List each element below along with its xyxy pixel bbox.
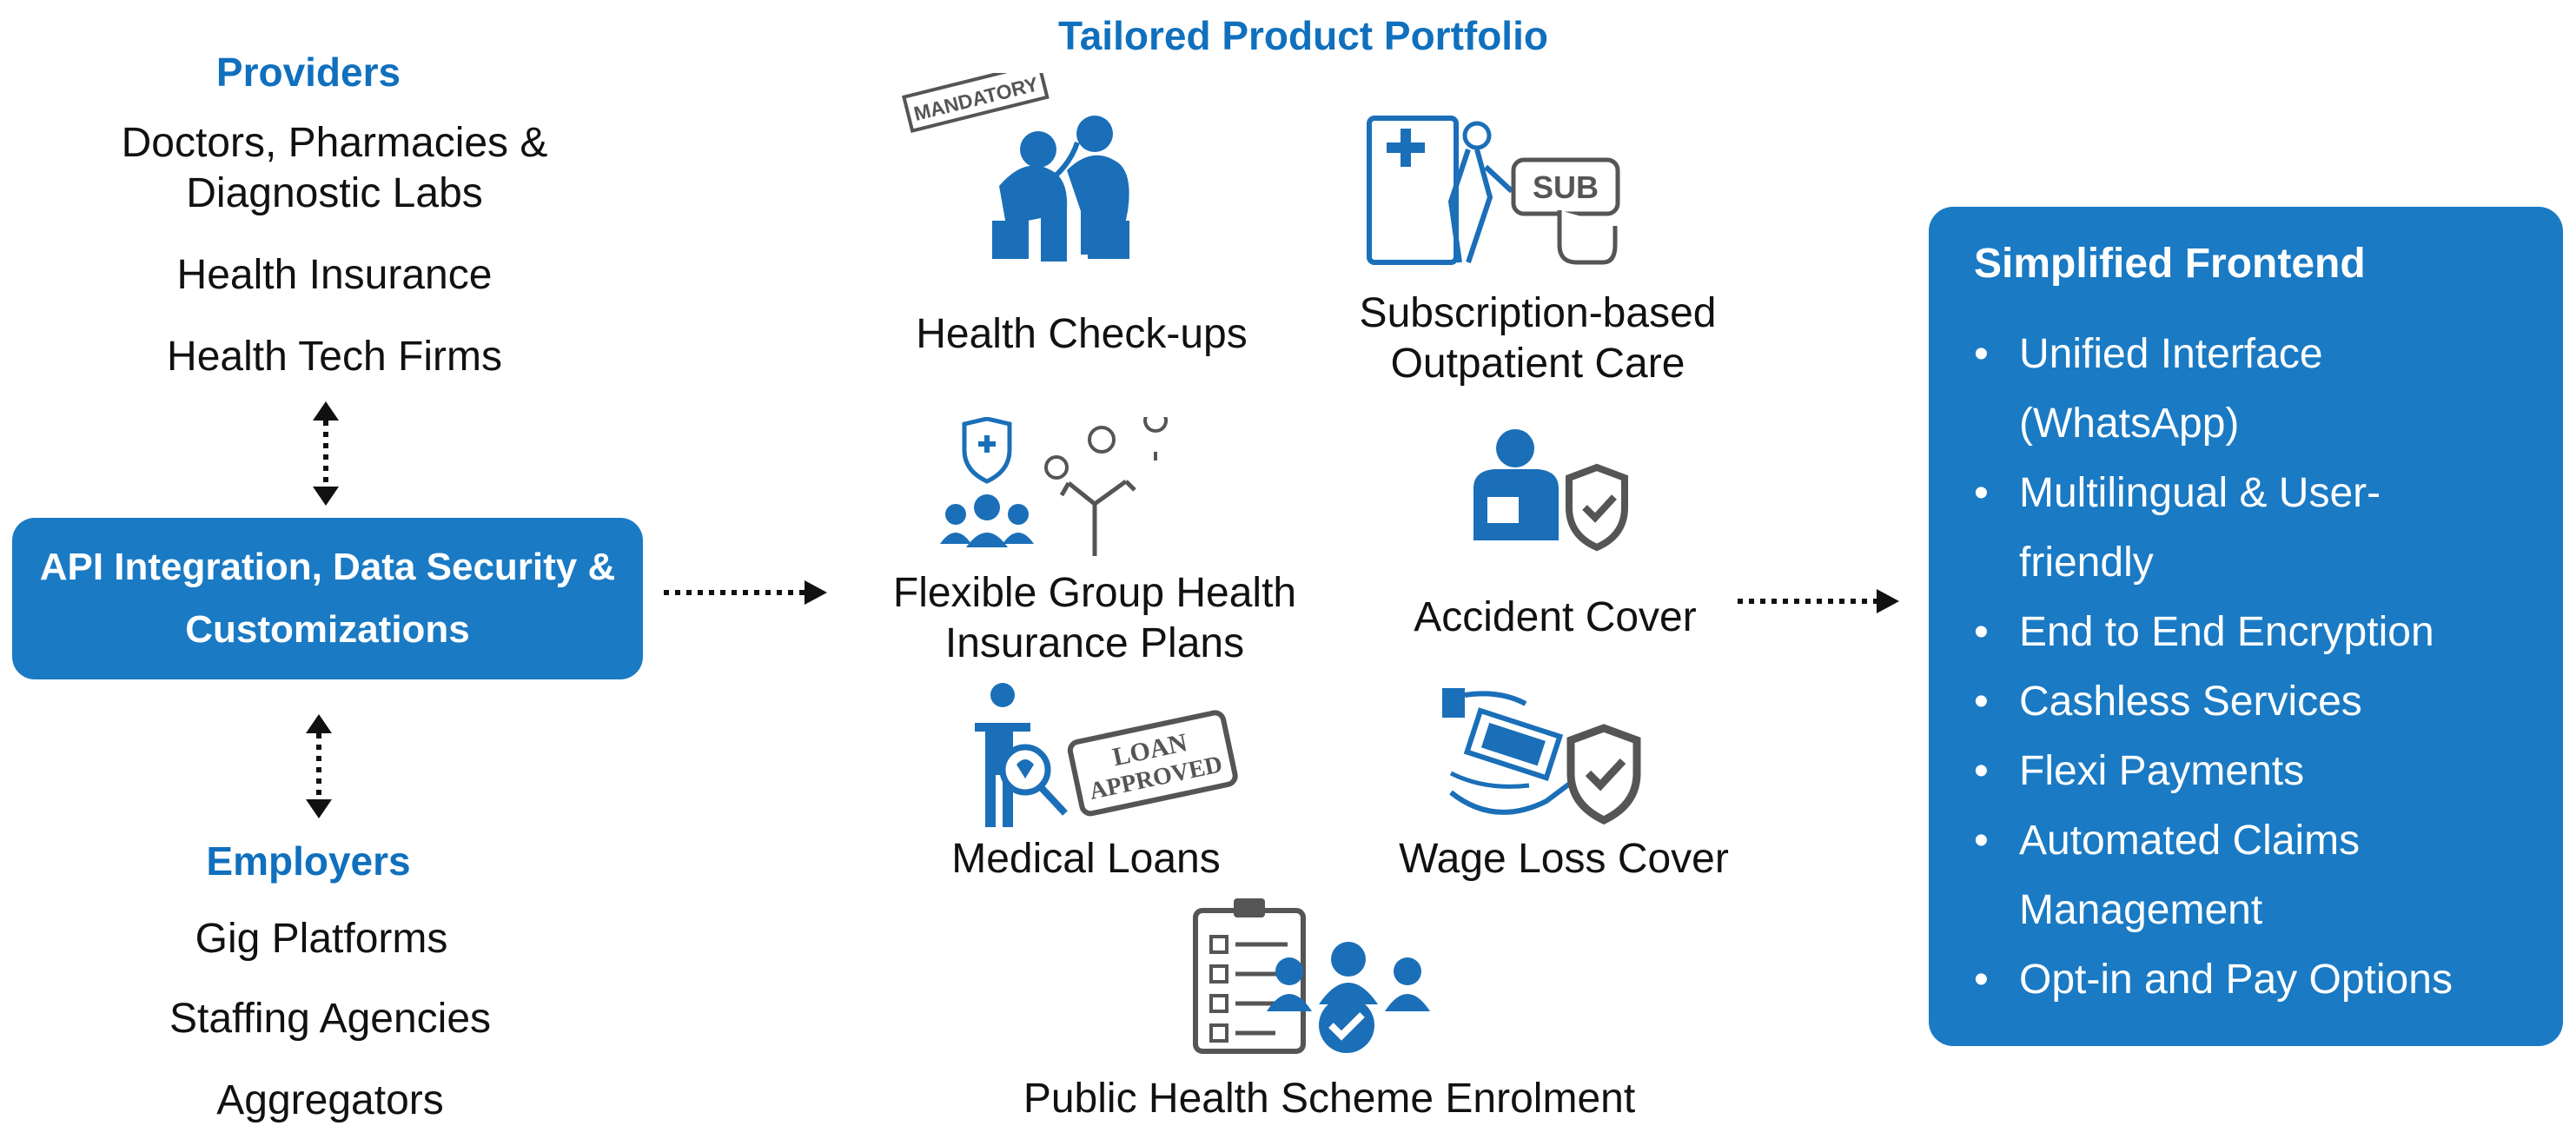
subscription-clinic-icon: SUB	[1364, 115, 1633, 271]
provider-item-2: Diagnostic Labs	[186, 170, 483, 216]
employer-item-2: Staffing Agencies	[169, 996, 492, 1042]
accident-shield-icon	[1460, 427, 1633, 558]
employer-item-1: Gig Platforms	[195, 916, 448, 962]
frontend-feature-list: Unified Interface (WhatsApp) Multilingua…	[1974, 320, 2453, 1015]
api-box-line2: Customizations	[185, 608, 470, 651]
doctor-patient-icon: MANDATORY	[895, 73, 1147, 264]
frontend-feature: Automated Claims Management	[1974, 806, 2453, 945]
checklist-people-icon	[1192, 895, 1435, 1056]
employer-item-3: Aggregators	[216, 1077, 444, 1123]
wage-shield-icon	[1442, 686, 1651, 825]
frontend-feature: Unified Interface (WhatsApp)	[1974, 320, 2453, 459]
provider-item-3: Health Insurance	[176, 252, 493, 298]
provider-item-1: Doctors, Pharmacies &	[121, 120, 548, 166]
frontend-feature: End to End Encryption	[1974, 598, 2453, 667]
frontend-title: Simplified Frontend	[1974, 241, 2366, 287]
loan-approved-icon: LOAN APPROVED	[971, 681, 1241, 829]
frontend-feature: Opt-in and Pay Options	[1974, 945, 2453, 1015]
portfolio-frontend-arrow	[1738, 589, 1899, 613]
frontend-feature: Flexi Payments	[1974, 737, 2453, 806]
product-group-health: Flexible Group Health Insurance Plans	[892, 570, 1297, 666]
employers-heading: Employers	[206, 838, 411, 884]
product-accident-cover: Accident Cover	[1414, 594, 1697, 640]
api-integration-box: API Integration, Data Security & Customi…	[12, 518, 643, 679]
product-subscription-outpatient: Subscription-based Outpatient Care	[1359, 290, 1717, 387]
product-health-checkups: Health Check-ups	[916, 311, 1248, 357]
product-public-health-scheme: Public Health Scheme Enrolment	[1023, 1076, 1636, 1122]
sub-badge-text: SUB	[1533, 169, 1599, 205]
api-box-line1: API Integration, Data Security &	[39, 546, 616, 588]
provider-item-4: Health Tech Firms	[167, 334, 502, 380]
providers-api-arrow	[313, 401, 339, 506]
frontend-panel: Simplified Frontend Unified Interface (W…	[1929, 207, 2563, 1046]
providers-heading: Providers	[215, 50, 401, 95]
group-insurance-icon	[938, 417, 1190, 565]
product-wage-loss-cover: Wage Loss Cover	[1399, 836, 1729, 882]
api-employers-arrow	[306, 714, 332, 818]
portfolio-heading: Tailored Product Portfolio	[1058, 13, 1548, 58]
api-portfolio-arrow	[664, 580, 827, 605]
frontend-feature: Cashless Services	[1974, 667, 2453, 737]
frontend-feature: Multilingual & User- friendly	[1974, 459, 2453, 598]
product-medical-loans: Medical Loans	[951, 836, 1221, 882]
